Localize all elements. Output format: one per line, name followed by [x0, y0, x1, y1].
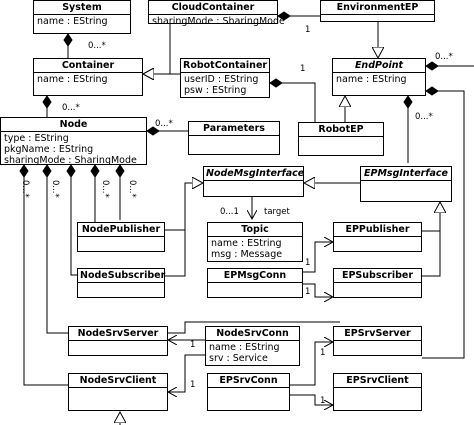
class-name: NodeSrvServer: [69, 327, 167, 341]
class-container: Container name : EString: [33, 58, 143, 96]
epsrvconn-to-client: [290, 394, 333, 405]
multiplicity-label: 0...*: [127, 180, 137, 198]
attribute: srv : Service: [209, 353, 268, 364]
attribute: name : EString: [209, 342, 280, 353]
epmsgconn-to-epsubscriber: [303, 283, 333, 297]
multiplicity-label: 0...*: [415, 112, 433, 122]
eppub-generalization: [422, 202, 440, 232]
multiplicity-label: 1: [190, 380, 196, 390]
multiplicity-label: 1: [190, 340, 196, 350]
class-name: Container: [34, 59, 142, 73]
nodepub-generalization: [165, 183, 203, 231]
multiplicity-label: 0...1: [220, 207, 239, 217]
rc-robotep-composition: [269, 78, 316, 122]
multiplicity-label: 0...*: [155, 119, 173, 129]
class-name: EPMsgInterface: [361, 167, 451, 181]
attribute: name : EString: [37, 74, 108, 85]
attribute: pkgName : EString: [4, 144, 94, 155]
class-epsrvconn: EPSrvConn: [207, 373, 290, 411]
class-nodesrvclient: NodeSrvClient: [68, 373, 168, 411]
class-name: Parameters: [189, 122, 279, 136]
multiplicity-label: 1: [320, 396, 326, 406]
attribute: psw : EString: [184, 85, 247, 96]
class-name: CloudContainer: [149, 1, 277, 15]
class-nodesrvserver: NodeSrvServer: [68, 326, 168, 356]
epmsgconn-to-eppublisher: [303, 242, 333, 273]
class-eppublisher: EPPublisher: [333, 222, 422, 252]
epsrvconn-to-server: [290, 342, 333, 386]
class-robotcontainer: RobotContainer userID : EString psw : ES…: [180, 58, 270, 98]
attribute: msg : Message: [211, 249, 283, 260]
role-label: target: [264, 207, 290, 217]
node-iface-composition-1: [19, 164, 68, 386]
class-name: EPSrvClient: [334, 374, 421, 388]
class-nodesubscriber: NodeSubscriber: [77, 268, 165, 298]
class-name: EndPoint: [333, 59, 425, 73]
class-cloudcontainer: CloudContainer sharingMode : SharingMode: [148, 0, 285, 27]
multiplicity-label: 0...*: [50, 180, 60, 198]
class-epsrvserver: EPSrvServer: [333, 326, 422, 356]
class-nodemsginterface: NodeMsgInterface: [203, 166, 304, 197]
attribute: sharingMode : SharingMode: [4, 155, 137, 166]
nodesub-generalization: [165, 230, 186, 277]
attribute: name : EString: [211, 238, 282, 249]
class-name: RobotEP: [299, 123, 383, 137]
attribute: type : EString: [4, 133, 69, 144]
class-system: System name : EString: [33, 0, 131, 34]
multiplicity-label: 1: [305, 258, 311, 268]
node-iface-composition-2: [42, 164, 68, 334]
class-name: Topic: [208, 223, 302, 237]
class-environmentep: EnvironmentEP: [320, 0, 435, 22]
class-epmsgconn: EPMsgConn: [207, 268, 303, 298]
class-name: Node: [1, 118, 146, 132]
multiplicity-label: 0...*: [435, 52, 453, 62]
nodesrvserver-generalization: [168, 321, 300, 334]
attribute: sharingMode : SharingMode: [152, 16, 285, 27]
class-name: RobotContainer: [181, 60, 269, 73]
class-name: EPSrvServer: [334, 327, 421, 341]
class-epsubscriber: EPSubscriber: [333, 268, 422, 298]
class-epmsginterface: EPMsgInterface: [360, 166, 452, 202]
class-name: EPSrvConn: [208, 374, 289, 388]
attribute: name : EString: [37, 16, 108, 27]
class-name: NodeMsgInterface: [204, 168, 305, 181]
class-node: Node type : EString pkgName : EString sh…: [0, 117, 147, 166]
class-name: System: [34, 1, 130, 15]
attribute: userID : EString: [184, 74, 259, 85]
multiplicity-label: 1: [305, 287, 311, 297]
class-parameters: Parameters: [188, 121, 280, 155]
class-name: EnvironmentEP: [321, 1, 434, 15]
class-robotep: RobotEP: [298, 122, 384, 156]
class-name: EPMsgConn: [208, 269, 302, 283]
class-nodesrvconn: NodeSrvConn name : EString srv : Service: [205, 326, 300, 366]
multiplicity-label: 1: [320, 348, 326, 358]
multiplicity-label: 0...*: [88, 41, 106, 51]
class-name: NodeSubscriber: [78, 270, 166, 283]
nodesrvconn-to-client: [168, 354, 205, 392]
class-epsrvclient: EPSrvClient: [333, 373, 422, 411]
multiplicity-label: 0...*: [100, 180, 110, 198]
class-name: EPPublisher: [334, 223, 421, 237]
multiplicity-label: 0...*: [20, 180, 30, 198]
epsub-generalization: [422, 231, 441, 277]
endpoint-right-composition: [422, 86, 465, 359]
class-name: NodeSrvClient: [69, 374, 167, 388]
class-topic: Topic name : EString msg : Message: [207, 222, 303, 262]
class-nodepublisher: NodePublisher: [77, 222, 165, 252]
class-name: NodePublisher: [78, 223, 164, 237]
multiplicity-label: 0...*: [62, 103, 80, 113]
cloudcontainer-generalization: [143, 24, 171, 74]
multiplicity-label: 1: [300, 64, 306, 74]
class-name: EPSubscriber: [334, 269, 421, 283]
attribute: name : EString: [336, 74, 407, 85]
class-name: NodeSrvConn: [206, 327, 299, 341]
node-iface-composition-3: [66, 164, 77, 276]
multiplicity-label: 1: [305, 25, 311, 35]
class-endpoint: EndPoint name : EString: [332, 58, 426, 96]
